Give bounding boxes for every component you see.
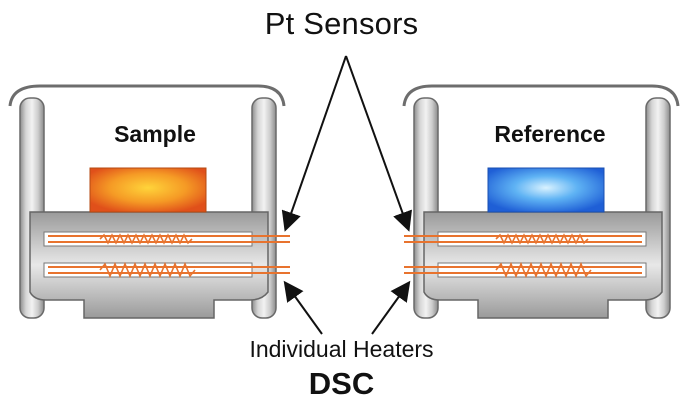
dsc-label: DSC xyxy=(308,366,375,401)
reference-cell xyxy=(402,84,680,319)
sample-label: Sample xyxy=(114,121,196,147)
pt-sensors-label: Pt Sensors xyxy=(264,6,419,41)
sample-sensor-coil xyxy=(99,233,193,245)
pt-sensor-arrows xyxy=(281,55,412,232)
sample-cell xyxy=(8,84,290,319)
reference-sensor-coil xyxy=(495,233,589,245)
reference-label: Reference xyxy=(494,121,606,147)
reference-heater-coil xyxy=(495,261,592,279)
sample-heater-coil xyxy=(99,261,196,279)
sample-lid xyxy=(8,84,286,107)
reference-lid xyxy=(402,84,680,107)
individual-heaters-label: Individual Heaters xyxy=(249,336,434,362)
reference-pan xyxy=(487,167,605,213)
heater-arrows xyxy=(283,280,411,335)
sample-pan xyxy=(89,167,207,213)
